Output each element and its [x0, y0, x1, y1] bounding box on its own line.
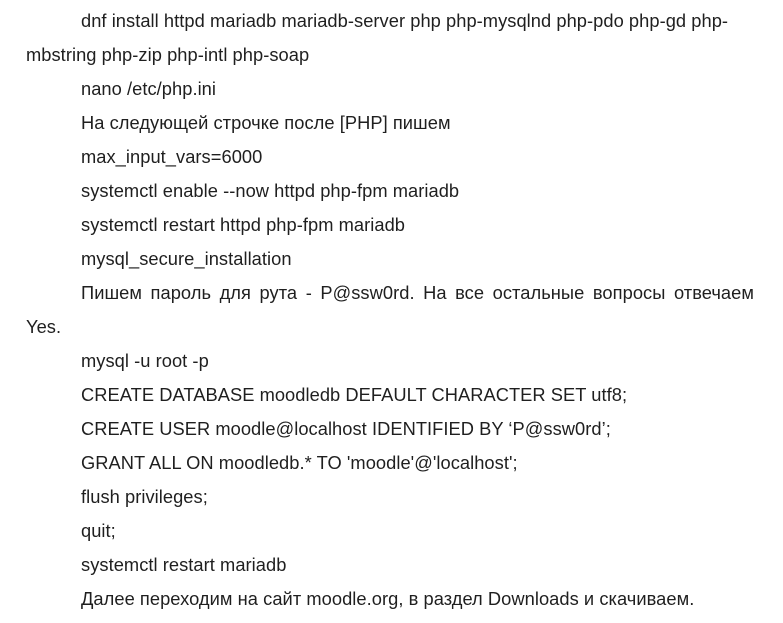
paragraph-grant-all: GRANT ALL ON moodledb.* TO 'moodle'@'loc… [81, 452, 518, 473]
paragraph-nano-php-ini: nano /etc/php.ini [81, 78, 217, 99]
paragraph-create-user: CREATE USER moodle@localhost IDENTIFIED … [81, 418, 611, 439]
paragraph-systemctl-enable: systemctl enable --now httpd php-fpm mar… [81, 180, 460, 201]
paragraph-flush-privileges: flush privileges; [81, 486, 208, 507]
document-body: dnf install httpd mariadb mariadb-server… [26, 0, 754, 616]
paragraph-restart-mariadb: systemctl restart mariadb [81, 554, 287, 575]
paragraph-root-password-note: Пишем пароль для рута - P@ssw0rd. На все… [26, 282, 754, 337]
paragraph-moodle-download-note: Далее переходим на сайт moodle.org, в ра… [81, 588, 695, 609]
paragraph-dnf-install: dnf install httpd mariadb mariadb-server… [26, 10, 729, 65]
paragraph-systemctl-restart-services: systemctl restart httpd php-fpm mariadb [81, 214, 406, 235]
paragraph-max-input-vars: max_input_vars=6000 [81, 146, 263, 167]
paragraph-quit: quit; [81, 520, 116, 541]
paragraph-mysql-secure-installation: mysql_secure_installation [81, 248, 292, 269]
paragraph-php-section-note: На следующей строчке после [PHP] пишем [81, 112, 451, 133]
paragraph-mysql-login: mysql -u root -p [81, 350, 209, 371]
paragraph-create-database: CREATE DATABASE moodledb DEFAULT CHARACT… [81, 384, 628, 405]
